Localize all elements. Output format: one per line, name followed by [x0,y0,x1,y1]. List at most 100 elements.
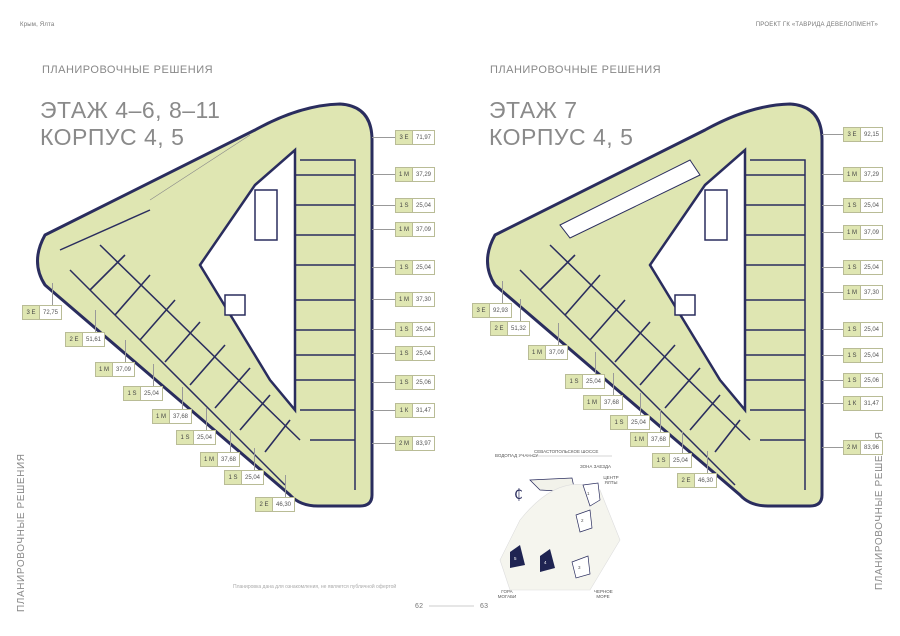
apartment-area: 46,30 [697,477,713,484]
map-entry-label: ЗОНА ЗАЕЗДА [580,464,612,469]
apartment-type: 1 М [844,226,861,239]
right-page-title: ЭТАЖ 7 КОРПУС 4, 5 [489,97,633,151]
apartment-type: 1 М [844,286,861,299]
leader-line [707,451,708,473]
apartment-area: 46,30 [275,501,291,508]
apartment-type: 2 Е [678,474,695,487]
leader-line [595,352,596,374]
apartment-type: 1 М [396,223,413,236]
apartment-area: 37,09 [548,349,564,356]
leader-line [682,431,683,453]
apartment-type: 1 S [396,376,413,389]
leader-line [153,364,154,386]
apartment-area: 37,68 [172,413,188,420]
apartment-type: 1 М [153,410,170,423]
apartment-type: 1 М [844,168,861,181]
location-label: Крым, Ялта [20,22,55,28]
site-map: ₵ [499,455,621,591]
apartment-type: 1 S [396,347,413,360]
apartment-type: 1 S [844,261,861,274]
leader-line [822,403,843,404]
right-section-heading: ПЛАНИРОВОЧНЫЕ РЕШЕНИЯ [490,64,662,76]
leader-line [822,380,843,381]
leader-line [230,430,231,452]
apartment-area: 25,04 [415,350,431,357]
apartment-area: 37,68 [220,456,236,463]
apartment-area: 25,04 [196,434,212,441]
leader-line [822,134,843,135]
leader-line [52,283,53,305]
leader-line [372,353,395,354]
leader-line [95,310,96,332]
apartment-area: 37,68 [603,399,619,406]
apartment-area: 37,29 [415,171,431,178]
apartment-area: 37,29 [863,171,879,178]
leader-line [372,229,395,230]
apartment-area: 25,04 [863,352,879,359]
map-mountain-label: ГОРА МОГАБИ [497,589,517,599]
apartment-area: 25,06 [415,379,431,386]
apartment-area: 37,09 [863,229,879,236]
apartment-area: 72,75 [42,309,58,316]
map-waterfall-label: ВОДОПАД УЧАН-СУ [495,453,539,458]
apartment-area: 92,15 [863,131,879,138]
apartment-type: 1 М [529,346,546,359]
apartment-area: 51,61 [85,336,101,343]
apartment-type: 1 М [201,453,218,466]
left-section-heading: ПЛАНИРОВОЧНЫЕ РЕШЕНИЯ [42,64,214,76]
left-title-floor: ЭТАЖ 4–6, 8–11 [40,97,221,123]
apartment-area: 31,47 [863,400,879,407]
apartment-type: 1 S [844,323,861,336]
map-highway-label: СЕВАСТОПОЛЬСКОЕ ШОССЕ [534,449,599,454]
apartment-area: 31,47 [415,407,431,414]
right-page-number: 63 [480,603,489,610]
leader-line [660,410,661,432]
leader-line [822,329,843,330]
left-page-title: ЭТАЖ 4–6, 8–11 КОРПУС 4, 5 [40,97,220,151]
apartment-type: 2 Е [256,498,273,511]
apartment-area: 25,04 [863,202,879,209]
map-building-5: 5 [514,556,517,561]
apartment-type: 1 S [653,454,670,467]
